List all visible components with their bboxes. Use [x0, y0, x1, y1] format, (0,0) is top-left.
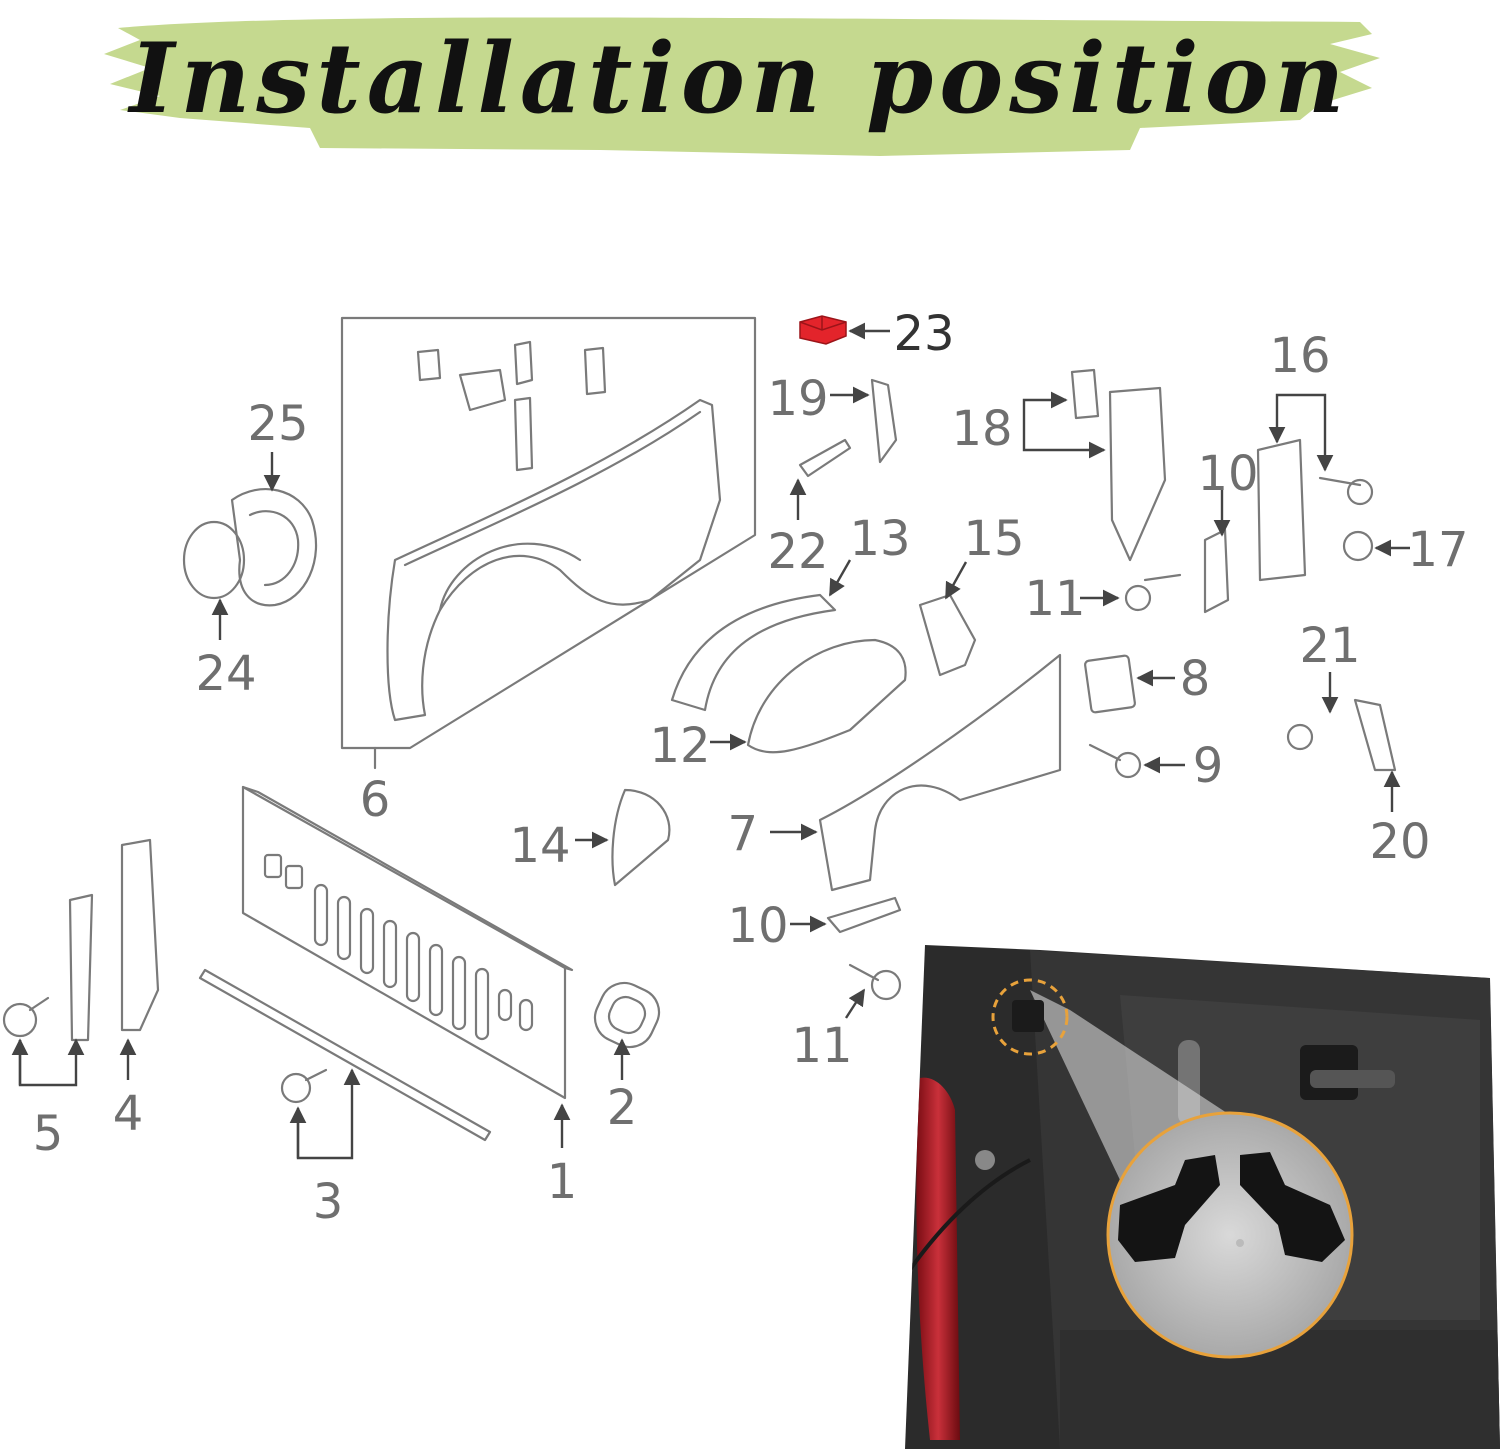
part-3-screw-head: [280, 1072, 312, 1104]
part-16-rail: [1256, 438, 1307, 582]
label-6: 6: [360, 772, 391, 828]
part-9-head: [1114, 751, 1142, 779]
label-18: 18: [951, 401, 1012, 457]
label-9: 9: [1193, 738, 1224, 794]
part-5-strip-and-screw: [2, 893, 94, 1042]
label-25: 25: [247, 396, 308, 452]
label-21: 21: [1299, 618, 1360, 674]
label-12: 12: [649, 718, 710, 774]
part-number-labels: 1 2 3 4 5 6 7 8 9 10 10 11 11 12 13 14 1…: [33, 306, 1469, 1230]
label-23: 23: [893, 306, 954, 362]
part-20-striker: [1353, 698, 1397, 772]
part-18-bracket: [1108, 386, 1167, 562]
zoomed-part-23: [1118, 1152, 1345, 1262]
part-11-upper: [1143, 573, 1182, 582]
part-1-tailgate: [241, 785, 574, 1100]
part-12-wheelhouse: [746, 638, 907, 754]
label-13: 13: [849, 511, 910, 567]
part-1-slots: [263, 853, 534, 1041]
part-6-wheel-arch: [438, 542, 582, 612]
callout-ring-small: [991, 978, 1069, 1056]
label-3: 3: [313, 1174, 344, 1230]
part-6-frame: [340, 316, 757, 750]
part-8: [1084, 654, 1136, 714]
part-2-handle-bezel: [593, 981, 661, 1049]
part-4-bracket: [120, 838, 160, 1032]
label-10-lower: 10: [727, 898, 788, 954]
label-20: 20: [1369, 814, 1430, 870]
part-3-seal: [198, 968, 492, 1142]
label-8: 8: [1180, 651, 1211, 707]
part-23-highlight: [799, 315, 847, 345]
label-19: 19: [767, 371, 828, 427]
part-6-brackets: [416, 340, 607, 472]
part-1-panel: [241, 785, 567, 1100]
label-16: 16: [1269, 328, 1330, 384]
part-16-bolt: [1318, 476, 1362, 487]
part-6-rail-line: [403, 410, 702, 567]
part-10-lower: [826, 896, 902, 934]
part-12-13-wheelhouse: [670, 593, 907, 754]
part-10-upper: [1203, 528, 1230, 614]
part-11-lower-head: [870, 969, 902, 1001]
title: Installation position: [127, 22, 1351, 135]
label-1: 1: [547, 1154, 578, 1210]
part-25-fuel-housing: [230, 487, 318, 607]
label-5: 5: [33, 1106, 64, 1162]
part-17-plug: [1342, 530, 1374, 562]
banner-brush: [104, 17, 1380, 156]
part-24-25-fuel-door: [182, 487, 318, 607]
leader-arrows: [11, 322, 1410, 1160]
part-24-fuel-door: [182, 520, 246, 600]
callout-zoom-circle: [1106, 1111, 1354, 1359]
part-14-15-brackets: [611, 593, 977, 887]
part-22: [798, 438, 852, 478]
bed-floor: [1060, 1330, 1500, 1449]
parts-16-22-upper-right: [798, 368, 1397, 772]
label-14: 14: [509, 818, 570, 874]
label-10-upper: 10: [1197, 446, 1258, 502]
part-19: [870, 378, 898, 464]
part-6-panel: [386, 398, 722, 722]
part-25-inner: [248, 510, 300, 587]
part-8-9-plate-bolt: [1084, 654, 1142, 779]
part-14: [611, 788, 671, 887]
part-18-clip: [1070, 368, 1100, 420]
label-2: 2: [607, 1080, 638, 1136]
label-11-lower: 11: [791, 1018, 852, 1074]
part-1-top-edge: [241, 785, 574, 972]
title-banner: Installation position: [104, 17, 1380, 156]
label-15: 15: [963, 511, 1024, 567]
part-21-bolt: [1286, 723, 1314, 751]
part-15: [918, 593, 977, 677]
label-7: 7: [727, 806, 758, 862]
part-7-inner-panel: [818, 653, 1062, 892]
label-22: 22: [767, 524, 828, 580]
part-10-11-lower: [826, 896, 902, 1001]
label-17: 17: [1407, 522, 1468, 578]
label-4: 4: [113, 1086, 144, 1142]
part-13-liner: [670, 593, 837, 712]
label-11-upper: 11: [1024, 571, 1085, 627]
part-6-bed-side-assembly: [340, 316, 757, 770]
install-photo-inset: [905, 945, 1500, 1449]
label-24: 24: [195, 646, 256, 702]
tail-light: [916, 1077, 960, 1440]
